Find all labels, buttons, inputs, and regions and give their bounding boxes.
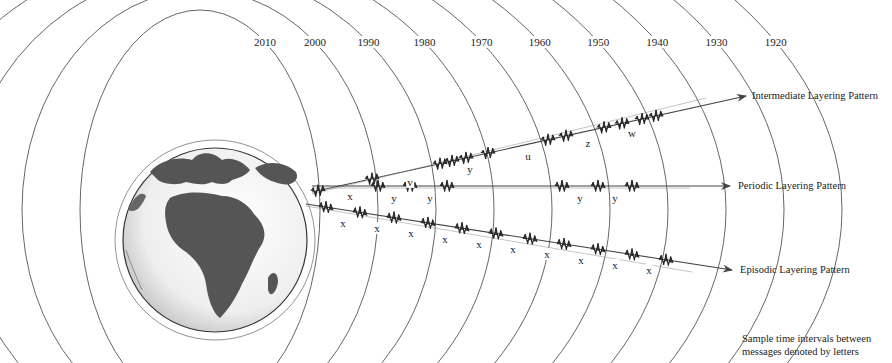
interval-letter: u bbox=[524, 150, 532, 162]
interval-letter: x bbox=[339, 217, 347, 229]
year-label: 1950 bbox=[586, 36, 610, 48]
message-blip bbox=[489, 227, 503, 239]
time-arc bbox=[22, 0, 378, 363]
message-blip bbox=[523, 233, 537, 245]
message-blip bbox=[387, 212, 401, 224]
interval-letter: x bbox=[509, 243, 517, 255]
interval-letter: x bbox=[346, 190, 354, 202]
year-label: 1970 bbox=[470, 36, 494, 48]
pattern-name: Intermediate Layering Pattern bbox=[752, 90, 878, 102]
message-blip bbox=[481, 147, 495, 159]
interval-letter: w bbox=[627, 127, 637, 139]
message-blip bbox=[433, 158, 447, 170]
pattern-arrow-shade bbox=[306, 206, 692, 272]
interval-letter: y bbox=[466, 163, 474, 175]
year-label: 1940 bbox=[645, 36, 669, 48]
pattern-name: Periodic Layering Pattern bbox=[738, 180, 846, 192]
interval-letter: x bbox=[373, 222, 381, 234]
interval-letter: x bbox=[407, 227, 415, 239]
pattern-name: Episodic Layering Pattern bbox=[740, 264, 850, 276]
message-blip bbox=[555, 180, 569, 192]
interval-letter: v bbox=[406, 176, 414, 188]
message-blip bbox=[353, 206, 367, 218]
message-blip bbox=[625, 249, 639, 261]
caption: Sample time intervals between messages d… bbox=[742, 332, 887, 358]
time-arc bbox=[0, 0, 726, 363]
message-blip bbox=[371, 180, 385, 192]
interval-letter: x bbox=[475, 238, 483, 250]
pattern-arrow bbox=[306, 204, 732, 270]
message-blip bbox=[319, 201, 333, 213]
interval-letter: x bbox=[441, 232, 449, 244]
interval-letter: x bbox=[543, 248, 551, 260]
message-blip bbox=[659, 254, 673, 266]
message-blip bbox=[591, 180, 605, 192]
interval-letter: y bbox=[390, 192, 398, 204]
interval-letter: x bbox=[611, 259, 619, 271]
time-arc bbox=[0, 0, 668, 363]
interval-letter: x bbox=[645, 264, 653, 276]
message-blip bbox=[455, 222, 469, 234]
pattern-arrow bbox=[312, 96, 746, 192]
message-blip bbox=[591, 243, 605, 255]
interval-letter: y bbox=[611, 192, 619, 204]
pattern-arrow-shade bbox=[312, 98, 706, 194]
message-blip bbox=[541, 134, 555, 146]
message-blip bbox=[635, 113, 649, 125]
interval-letter: y bbox=[426, 192, 434, 204]
message-blip bbox=[440, 180, 454, 192]
time-arc bbox=[0, 0, 552, 363]
year-label: 1960 bbox=[528, 36, 552, 48]
message-blip bbox=[649, 110, 663, 122]
interval-letter: z bbox=[585, 137, 592, 149]
time-arc bbox=[80, 10, 320, 363]
year-label: 2010 bbox=[253, 36, 277, 48]
year-label: 2000 bbox=[303, 36, 327, 48]
time-arcs bbox=[0, 0, 842, 363]
interval-letter: y bbox=[576, 192, 584, 204]
year-label: 1990 bbox=[357, 36, 381, 48]
message-blip bbox=[559, 130, 573, 142]
message-blip bbox=[365, 173, 379, 185]
message-blip bbox=[445, 155, 459, 167]
time-arc bbox=[0, 0, 494, 363]
year-label: 1980 bbox=[412, 36, 436, 48]
interval-letter: x bbox=[577, 254, 585, 266]
message-blip bbox=[311, 185, 325, 197]
year-label: 1920 bbox=[764, 36, 788, 48]
message-blip bbox=[557, 238, 571, 250]
message-blip bbox=[421, 217, 435, 229]
year-label: 1930 bbox=[705, 36, 729, 48]
message-blips bbox=[311, 110, 673, 266]
message-blip bbox=[625, 180, 639, 192]
time-arc bbox=[0, 0, 610, 363]
time-arc bbox=[0, 0, 784, 363]
pattern-arrows bbox=[306, 96, 746, 272]
message-blip bbox=[597, 121, 611, 133]
time-arc bbox=[0, 0, 842, 363]
time-arc bbox=[0, 0, 436, 363]
time-arc bbox=[115, 140, 315, 340]
globe bbox=[123, 148, 307, 332]
